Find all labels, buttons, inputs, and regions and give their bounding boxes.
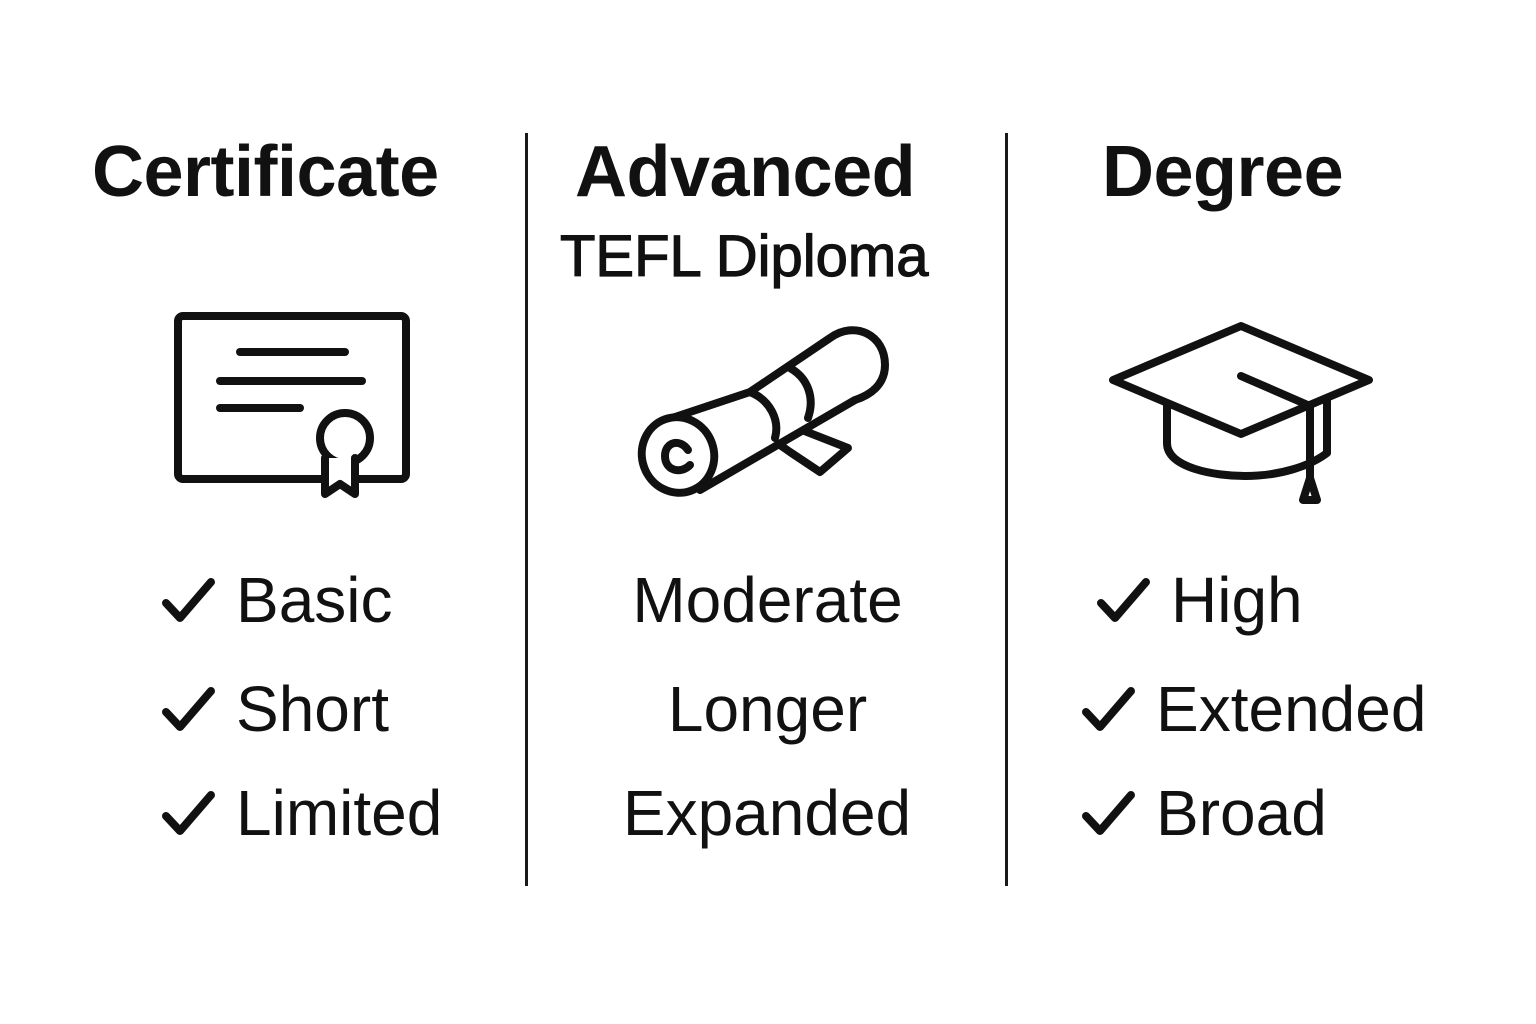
graduation-cap-icon: [1105, 318, 1380, 513]
list-item: Broad: [1080, 781, 1327, 845]
item-label: Short: [236, 673, 389, 745]
column-subtitle: TEFL Diploma: [559, 224, 929, 289]
list-item: Limited: [160, 781, 442, 845]
checkmark-icon: [1080, 788, 1138, 838]
item-label: Broad: [1156, 777, 1327, 849]
list-item: Basic: [160, 568, 393, 632]
checkmark-icon: [1080, 684, 1138, 734]
item-label: Basic: [236, 564, 393, 636]
item-label: High: [1171, 564, 1303, 636]
list-item: High: [1095, 568, 1303, 632]
checkmark-icon: [160, 788, 218, 838]
item-label: Limited: [236, 777, 443, 849]
item-label: Moderate: [632, 564, 903, 636]
column-title: Advanced: [575, 132, 916, 212]
list-item: Extended: [1080, 677, 1426, 741]
column-divider-2: [1005, 133, 1008, 886]
checkmark-icon: [1095, 575, 1153, 625]
list-item: Short: [160, 677, 389, 741]
checkmark-icon: [160, 684, 218, 734]
certificate-icon: [170, 308, 415, 508]
item-label: Expanded: [622, 777, 912, 849]
diploma-scroll-icon: [630, 320, 900, 510]
item-label: Longer: [667, 673, 868, 745]
column-title: Certificate: [92, 132, 439, 212]
checkmark-icon: [160, 575, 218, 625]
item-label: Extended: [1156, 673, 1427, 745]
column-divider-1: [525, 133, 528, 886]
column-title: Degree: [1102, 132, 1344, 212]
